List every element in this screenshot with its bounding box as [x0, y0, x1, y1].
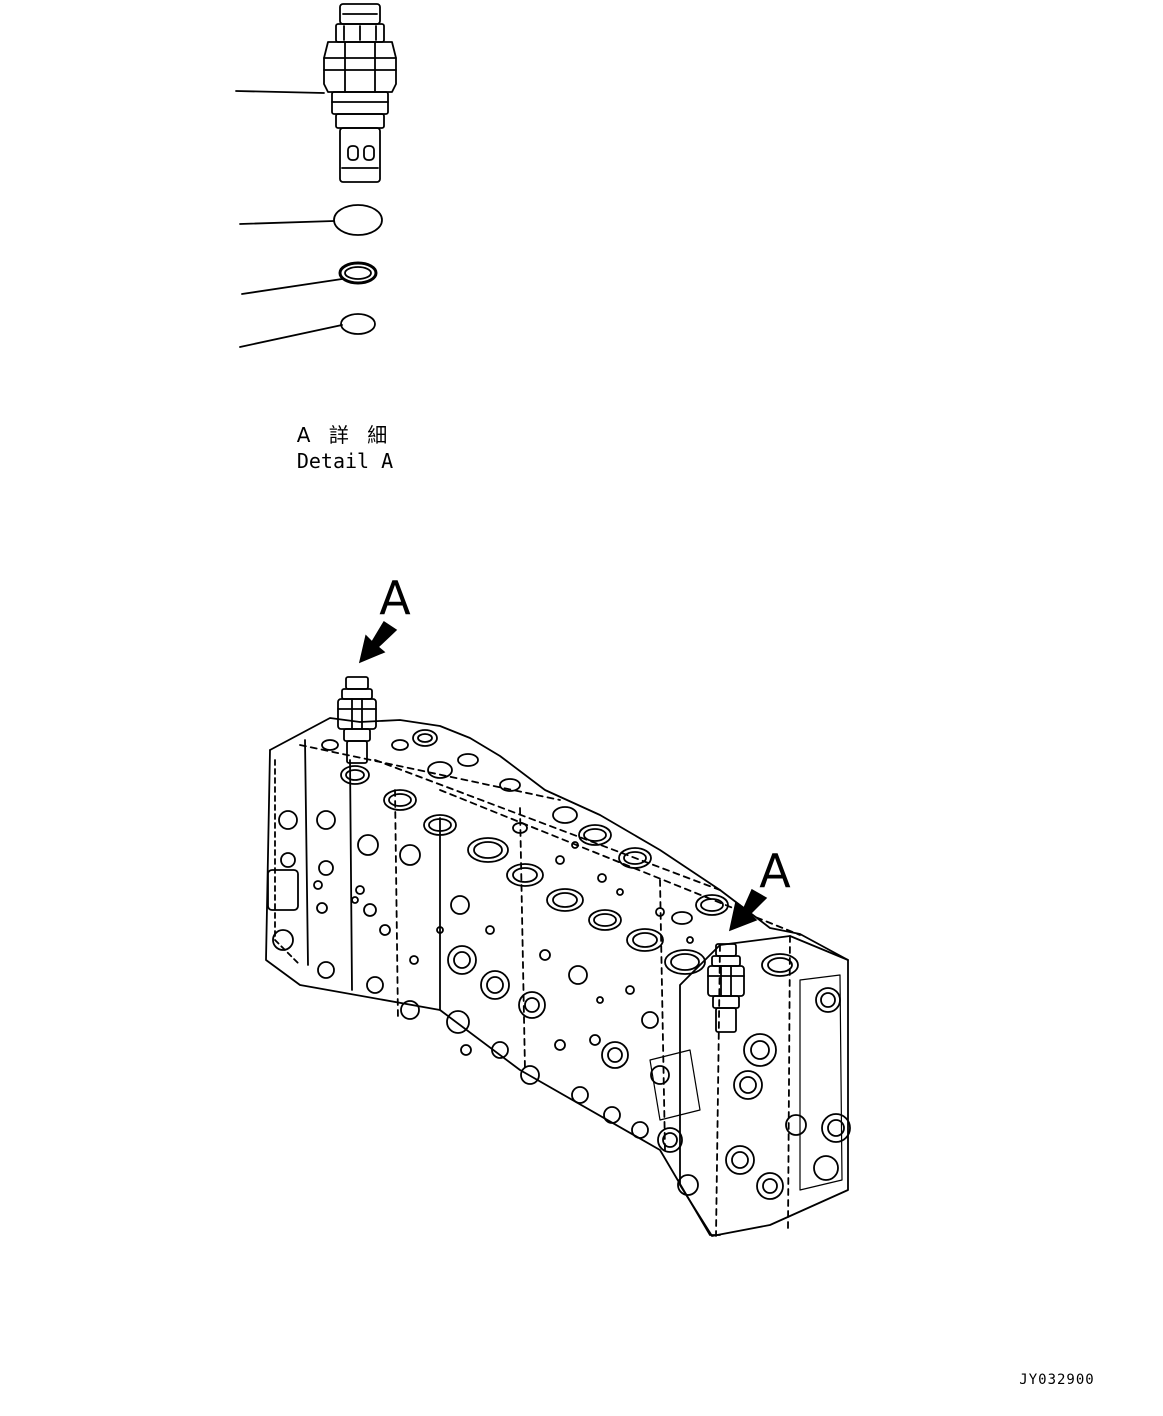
installed-relief-valve-left: [337, 676, 377, 764]
relief-valve-cartridge: [323, 3, 397, 183]
backup-ring: [338, 261, 378, 285]
leader-line-3: [241, 278, 343, 295]
installed-relief-valve-right: [707, 943, 745, 1033]
callout-label-left: A: [379, 571, 411, 625]
detail-title-jp: A 詳 細: [297, 423, 393, 447]
drawing-id: JY032900: [1019, 1372, 1094, 1388]
callout-arrow-left: [358, 620, 398, 664]
callout-label-right: A: [759, 844, 791, 898]
leader-line-2: [239, 220, 335, 225]
o-ring-small: [340, 313, 376, 335]
o-ring-large: [333, 204, 383, 236]
control-valve-block: [265, 717, 851, 1237]
detail-title-en: Detail A: [297, 449, 393, 473]
leader-line-1: [235, 90, 325, 94]
callout-arrow-right: [728, 888, 768, 932]
leader-line-4: [239, 324, 343, 348]
